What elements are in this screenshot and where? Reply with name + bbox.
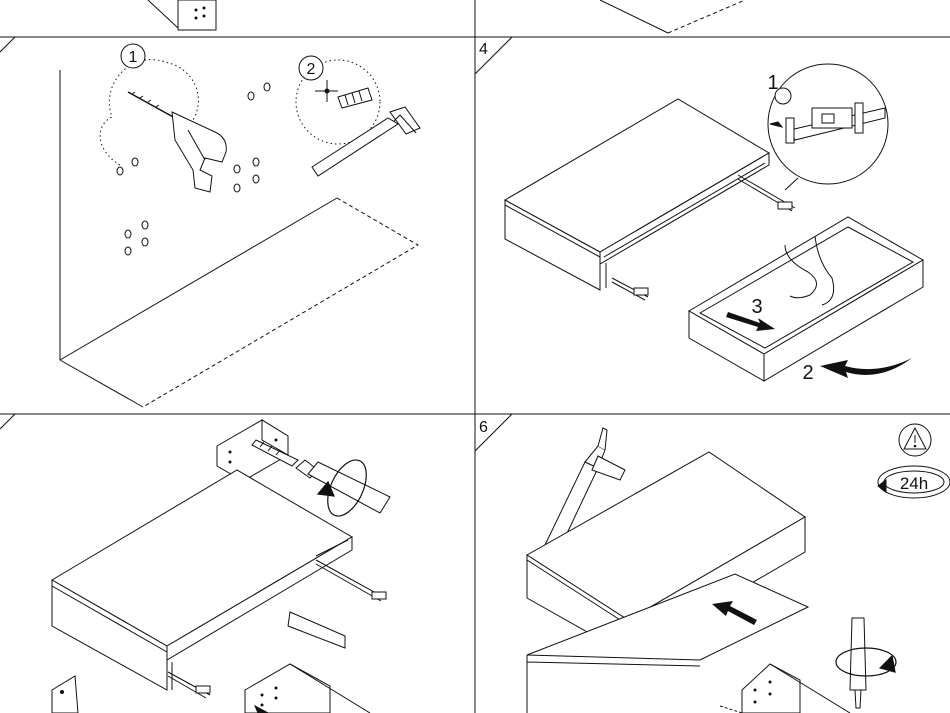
step-number-tab (474, 36, 514, 75)
drawer-runners (167, 559, 387, 699)
arrow-3-icon (726, 312, 775, 331)
panel-step-3: 1 2 (0, 36, 421, 408)
step-number: 4 (479, 41, 488, 58)
callout-2-badge (298, 55, 324, 81)
callout-1-badge (120, 43, 146, 69)
lower-bracket (244, 663, 371, 713)
callout-2-number: 2 (307, 61, 316, 78)
step-number: 6 (479, 419, 488, 436)
step-number-tab (474, 413, 514, 452)
wall-outline (59, 70, 419, 408)
shelf-body (503, 98, 770, 291)
drawer-runners (611, 174, 799, 301)
runner-detail-callout (767, 63, 889, 185)
wall-plug-icon (315, 80, 373, 109)
panel-top-right-remnant (599, 0, 746, 34)
label-3: 3 (751, 296, 762, 318)
label-2: 2 (802, 362, 813, 384)
drawer (688, 216, 924, 382)
step-number-tab (0, 36, 17, 53)
shelf-body (51, 469, 353, 691)
rotate-arrow-icon (835, 647, 897, 677)
support-arm (287, 611, 346, 649)
panel-step-4: 4 1 (474, 36, 924, 384)
cure-time-label: 24h (900, 474, 928, 493)
rotate-arrow-icon (316, 459, 367, 517)
panel-step-5 (0, 413, 391, 713)
screw (251, 439, 299, 467)
wall-bracket (311, 106, 421, 177)
arrow-2-icon (820, 358, 912, 378)
warning-icon (898, 423, 932, 457)
push-arrow-icon (712, 601, 757, 625)
clock-icon (877, 465, 950, 499)
drill-holes (116, 82, 271, 256)
panel-top-left-remnant (147, 0, 217, 31)
panel-step-6: 6 24h (474, 413, 950, 713)
screwdriver-icon (295, 459, 391, 514)
screwdriver-icon (849, 617, 867, 709)
callout-2-balloon (295, 59, 381, 145)
callout-1-number: 1 (129, 49, 138, 66)
lower-panel (526, 573, 810, 713)
step-number-tab (0, 413, 17, 430)
callout-1-number: 1 (767, 72, 778, 94)
lower-left-bracket (51, 675, 79, 713)
drill-icon (127, 91, 227, 193)
lower-bracket (719, 663, 851, 713)
